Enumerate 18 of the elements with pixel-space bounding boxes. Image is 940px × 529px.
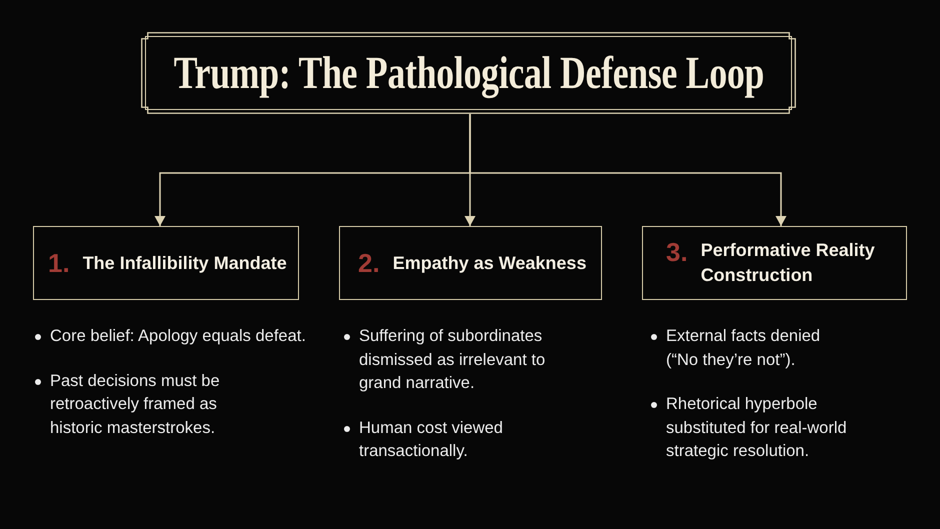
bullet-text: Past decisions must be retroactively framed as historic masterstrokes. (50, 370, 221, 438)
category-box (33, 226, 299, 300)
category-heading: The Infallibility Mandate (82, 252, 288, 274)
bullet-text: Rhetorical hyperbole substituted for real-world strategic resolution. (666, 394, 848, 462)
step-number: 1. (48, 248, 70, 278)
category-box (642, 226, 907, 300)
title-banner (141, 32, 796, 114)
bullet-text: External facts denied (“No they’re not”). (666, 326, 822, 370)
bullet-text: Human cost viewed transactionally. (359, 418, 504, 462)
bullet-text: Suffering of subordinates dismissed as irrelevant to grand narrative. (359, 326, 546, 394)
step-number: 2. (358, 248, 380, 278)
step-number: 3. (666, 237, 688, 267)
category-heading: Performative Reality Construction (700, 239, 876, 287)
category-heading: Empathy as Weakness (392, 252, 588, 274)
category-box (339, 226, 602, 300)
arrow (469, 114, 786, 226)
bullet-text: Core belief: Apology equals defeat. (50, 326, 307, 347)
banner-text: Trump: The Pathological Defense Loop (173, 48, 764, 98)
